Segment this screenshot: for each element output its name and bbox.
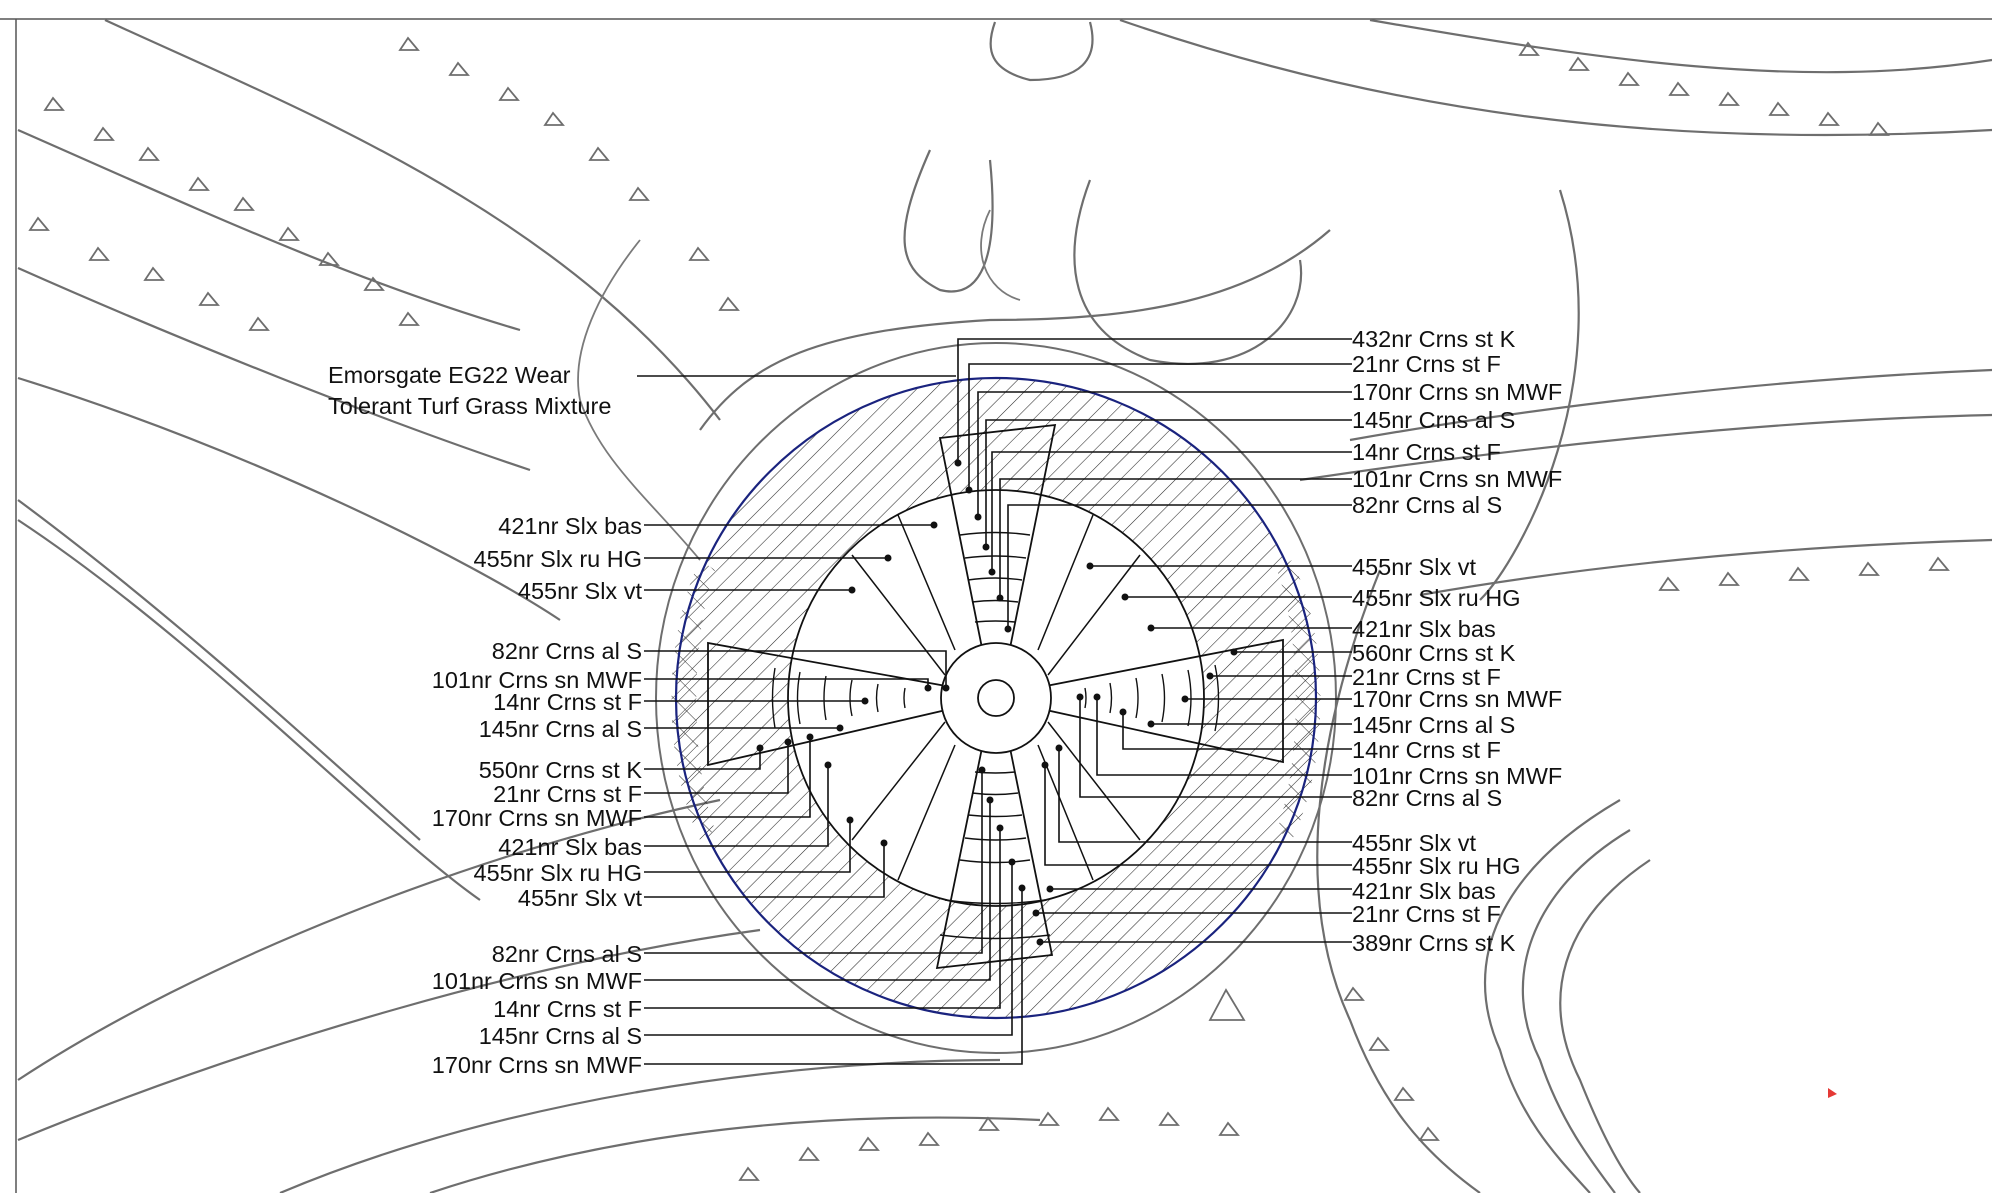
plant-label: 455nr Slx ru HG (474, 546, 642, 572)
plant-label: 170nr Crns sn MWF (432, 1052, 642, 1078)
labels-left: 421nr Slx bas 455nr Slx ru HG 455nr Slx … (432, 513, 1026, 1078)
plant-label: 101nr Crns sn MWF (1352, 466, 1562, 492)
leader-right: 14nr Crns st F (1119, 708, 1501, 763)
plant-label: 432nr Crns st K (1352, 326, 1516, 352)
plant-label: 14nr Crns st F (1352, 737, 1501, 763)
leader-left: 455nr Slx ru HG (474, 546, 892, 572)
leader-left: 170nr Crns sn MWF (432, 733, 814, 831)
leader-left: 421nr Slx bas (498, 513, 938, 539)
note-line-1: Emorsgate EG22 Wear (328, 362, 571, 388)
leader-left: 14nr Crns st F (493, 824, 1004, 1022)
plant-label: 101nr Crns sn MWF (432, 667, 642, 693)
leader-left: 145nr Crns al S (479, 716, 844, 742)
leader-right: 455nr Slx ru HG (1041, 761, 1520, 879)
site-linework (17, 18, 1992, 1193)
radial-dividers (851, 514, 1141, 881)
leader-right: 82nr Crns al S (1004, 492, 1502, 633)
leader-right: 455nr Slx vt (1055, 744, 1477, 856)
leader-right: 145nr Crns al S (982, 407, 1515, 551)
plant-label: 455nr Slx vt (1352, 554, 1477, 580)
plant-label: 560nr Crns st K (1352, 640, 1516, 666)
tree-symbols (28, 36, 1950, 1181)
drawing-frame (0, 18, 1992, 1193)
leader-right: 170nr Crns sn MWF (974, 379, 1562, 521)
leader-left: 170nr Crns sn MWF (432, 884, 1026, 1078)
plant-label: 14nr Crns st F (493, 689, 642, 715)
plant-label: 170nr Crns sn MWF (1352, 686, 1562, 712)
leader-left: 145nr Crns al S (479, 858, 1016, 1049)
plant-label: 145nr Crns al S (1352, 407, 1515, 433)
leader-right: 389nr Crns st K (1036, 930, 1516, 956)
leader-right: 421nr Slx bas (1046, 878, 1496, 904)
plant-label: 170nr Crns sn MWF (1352, 379, 1562, 405)
leader-right: 432nr Crns st K (954, 326, 1516, 467)
leader-left: 455nr Slx ru HG (474, 816, 854, 886)
leader-right: 82nr Crns al S (1076, 693, 1502, 811)
leader-left: 14nr Crns st F (493, 689, 869, 715)
plant-label: 21nr Crns st F (493, 781, 642, 807)
labels-right: 432nr Crns st K 21nr Crns st F 170nr Crn… (954, 326, 1562, 956)
leader-right: 421nr Slx bas (1147, 616, 1496, 642)
leader-right: 170nr Crns sn MWF (1181, 686, 1562, 712)
plant-label: 550nr Crns st K (479, 757, 643, 783)
plant-label: 455nr Slx vt (1352, 830, 1477, 856)
leader-right: 101nr Crns sn MWF (1093, 693, 1562, 789)
leader-left: 421nr Slx bas (498, 761, 832, 860)
plant-label: 421nr Slx bas (1352, 878, 1496, 904)
plant-label: 455nr Slx vt (518, 578, 643, 604)
plant-label: 21nr Crns st F (1352, 901, 1501, 927)
leader-left: 550nr Crns st K (479, 744, 764, 783)
plant-label: 421nr Slx bas (498, 834, 642, 860)
plant-label: 21nr Crns st F (1352, 351, 1501, 377)
note-line-2: Tolerant Turf Grass Mixture (328, 393, 611, 419)
plant-label: 455nr Slx vt (518, 885, 643, 911)
roundabout-boundary (674, 376, 1318, 1020)
plant-label: 455nr Slx ru HG (1352, 853, 1520, 879)
leader-left: 101nr Crns sn MWF (432, 667, 932, 693)
plant-label: 455nr Slx ru HG (474, 860, 642, 886)
leader-right: 101nr Crns sn MWF (996, 466, 1562, 602)
plant-label: 101nr Crns sn MWF (1352, 763, 1562, 789)
plant-label: 389nr Crns st K (1352, 930, 1516, 956)
leader-right: 560nr Crns st K (1230, 640, 1516, 666)
plant-label: 455nr Slx ru HG (1352, 585, 1520, 611)
leader-right: 145nr Crns al S (1147, 712, 1515, 738)
roundabout-plan (655, 342, 1337, 1054)
plant-label: 421nr Slx bas (498, 513, 642, 539)
roundabout-outer-ring (655, 342, 1337, 1054)
leader-right: 21nr Crns st F (1206, 664, 1501, 690)
plant-label: 82nr Crns al S (1352, 492, 1502, 518)
grass-mixture-note: Emorsgate EG22 Wear Tolerant Turf Grass … (328, 362, 956, 419)
plant-label: 145nr Crns al S (479, 1023, 642, 1049)
plant-label: 101nr Crns sn MWF (432, 968, 642, 994)
leader-left: 101nr Crns sn MWF (432, 796, 994, 994)
leader-left: 455nr Slx vt (518, 839, 888, 911)
leader-left: 455nr Slx vt (518, 578, 856, 604)
plant-label: 145nr Crns al S (479, 716, 642, 742)
red-marker-icon (1828, 1088, 1837, 1098)
leader-left: 82nr Crns al S (492, 766, 986, 967)
central-feature (977, 679, 1015, 717)
leader-left: 82nr Crns al S (492, 638, 950, 692)
leader-right: 21nr Crns st F (1032, 901, 1501, 927)
plant-label: 21nr Crns st F (1352, 664, 1501, 690)
leader-right: 14nr Crns st F (988, 439, 1501, 576)
plant-label: 170nr Crns sn MWF (432, 805, 642, 831)
plant-label: 82nr Crns al S (1352, 785, 1502, 811)
leader-right: 21nr Crns st F (965, 351, 1501, 494)
plant-label: 145nr Crns al S (1352, 712, 1515, 738)
plant-label: 421nr Slx bas (1352, 616, 1496, 642)
leader-left: 21nr Crns st F (493, 738, 792, 807)
leader-right: 455nr Slx ru HG (1121, 585, 1520, 611)
plant-label: 82nr Crns al S (492, 638, 642, 664)
plant-label: 14nr Crns st F (1352, 439, 1501, 465)
plant-label: 14nr Crns st F (493, 996, 642, 1022)
plant-label: 82nr Crns al S (492, 941, 642, 967)
leader-right: 455nr Slx vt (1086, 554, 1477, 580)
